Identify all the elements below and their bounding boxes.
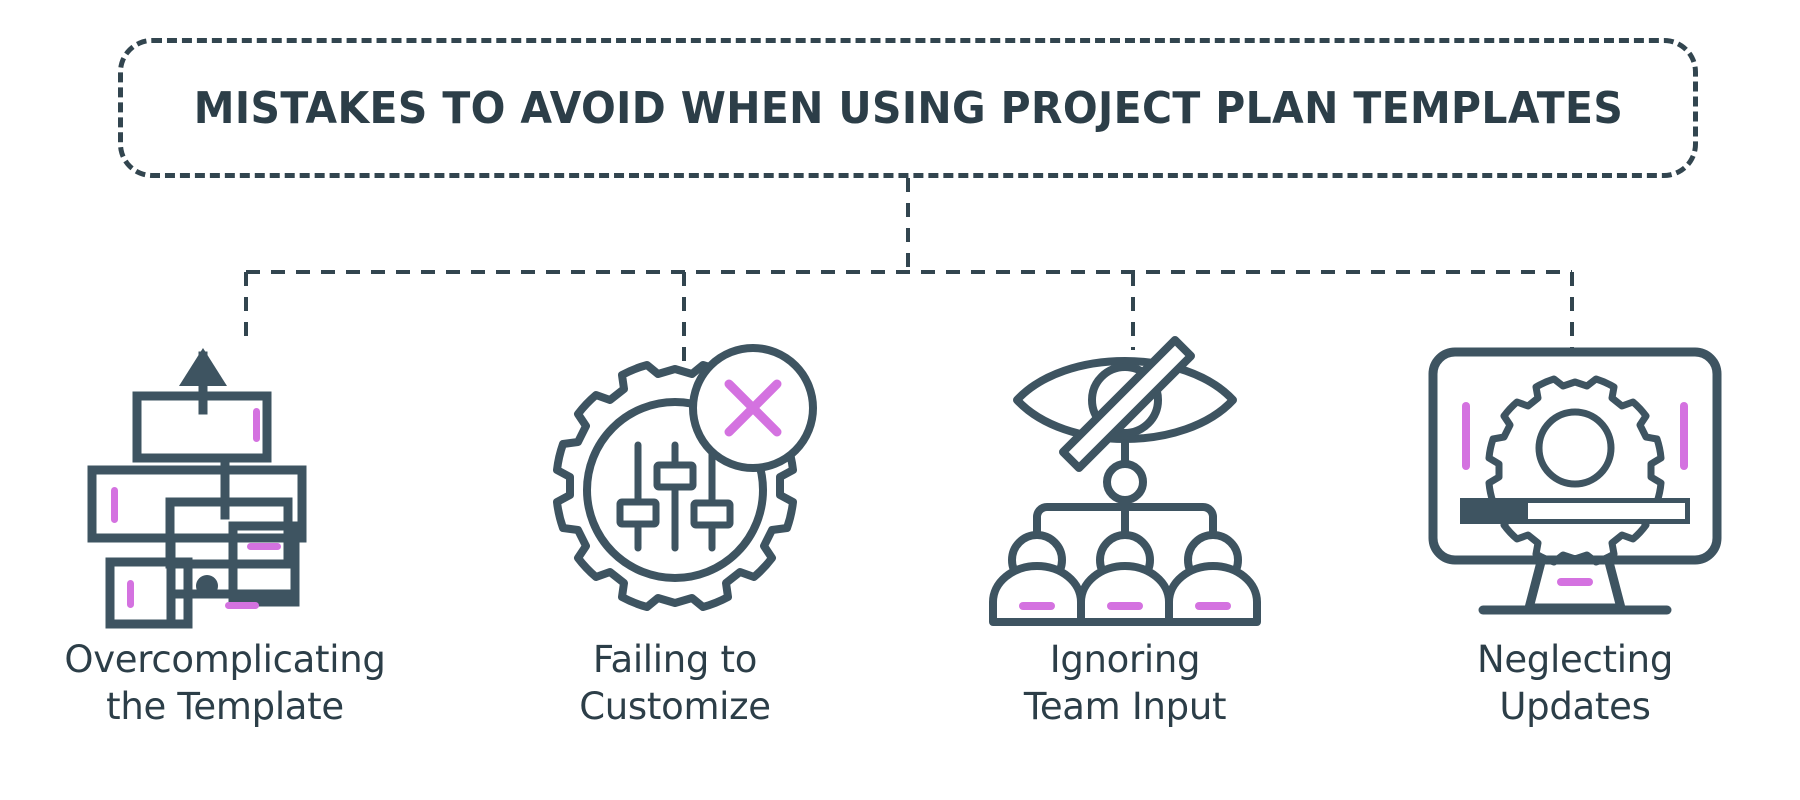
icon-box-neglecting-updates [1420,330,1730,620]
person-accent-center [1107,602,1143,610]
slider-handles [616,461,734,529]
screen-accent-left [1462,402,1470,470]
caption-neglecting-updates: Neglecting Updates [1476,638,1674,729]
accent-mark-2 [111,487,118,523]
gear-sliders-x-icon [553,344,817,611]
column-neglecting-updates: Neglecting Updates [1350,330,1800,750]
x-badge-cross [724,379,782,437]
icon-box-failing-to-customize [520,330,830,620]
person-body-right [1165,562,1261,626]
flow-node-dot [196,575,218,597]
icon-box-overcomplicating [70,330,380,629]
flowchart-overcomplicated-icon [87,348,307,629]
person-bodies [989,562,1261,626]
x-stroke-2 [724,379,782,437]
monitor-gear-hub [1535,408,1615,488]
caption-failing-to-customize: Failing to Customize [579,638,771,729]
caption-overcomplicating: Overcomplicating the Template [64,638,386,729]
person-accent-left [1019,602,1055,610]
flow-box-right [228,521,300,607]
icon-box-ignoring-team-input [970,330,1280,626]
slider-handle-2 [653,461,697,491]
stand-accent-mark [1557,578,1593,586]
eye-slash-org-chart-icon [989,336,1261,626]
flow-box-top [132,391,272,463]
monitor-gear [1485,375,1665,566]
progress-bar-remaining [1528,503,1685,519]
person-accent-marks [1019,602,1231,610]
monitor-gear-progress-icon [1428,347,1722,615]
eye-slash-bar [1059,336,1195,472]
person-body-center [1077,562,1173,626]
slider-group [634,441,716,552]
person-body-left [989,562,1085,626]
monitor-gear-outline [1485,375,1665,566]
column-ignoring-team-input: Ignoring Team Input [900,330,1350,750]
flow-box-wide [87,465,307,543]
screen-accent-right [1680,402,1688,470]
monitor-stand [1478,557,1672,615]
eye-slash [1059,336,1195,472]
flow-elbow-1 [220,453,272,520]
accent-mark-1 [253,408,260,442]
icon-columns: Overcomplicating the Template [0,330,1800,750]
page-title: MISTAKES TO AVOID WHEN USING PROJECT PLA… [193,82,1623,134]
eye-iris [1088,363,1162,437]
org-node-root [1103,460,1147,504]
gear-inner-circle [583,398,767,582]
person-accent-right [1195,602,1231,610]
accent-mark-4 [127,580,134,608]
accent-mark-5 [225,602,259,609]
slider-handle-1 [616,498,660,528]
flow-arrow-head [179,348,227,386]
caption-ignoring-team-input: Ignoring Team Input [1023,638,1227,729]
column-overcomplicating: Overcomplicating the Template [0,330,450,750]
title-banner: MISTAKES TO AVOID WHEN USING PROJECT PLA… [118,38,1698,178]
accent-mark-3 [247,543,281,550]
column-failing-to-customize: Failing to Customize [450,330,900,750]
slider-handle-3 [690,499,734,529]
